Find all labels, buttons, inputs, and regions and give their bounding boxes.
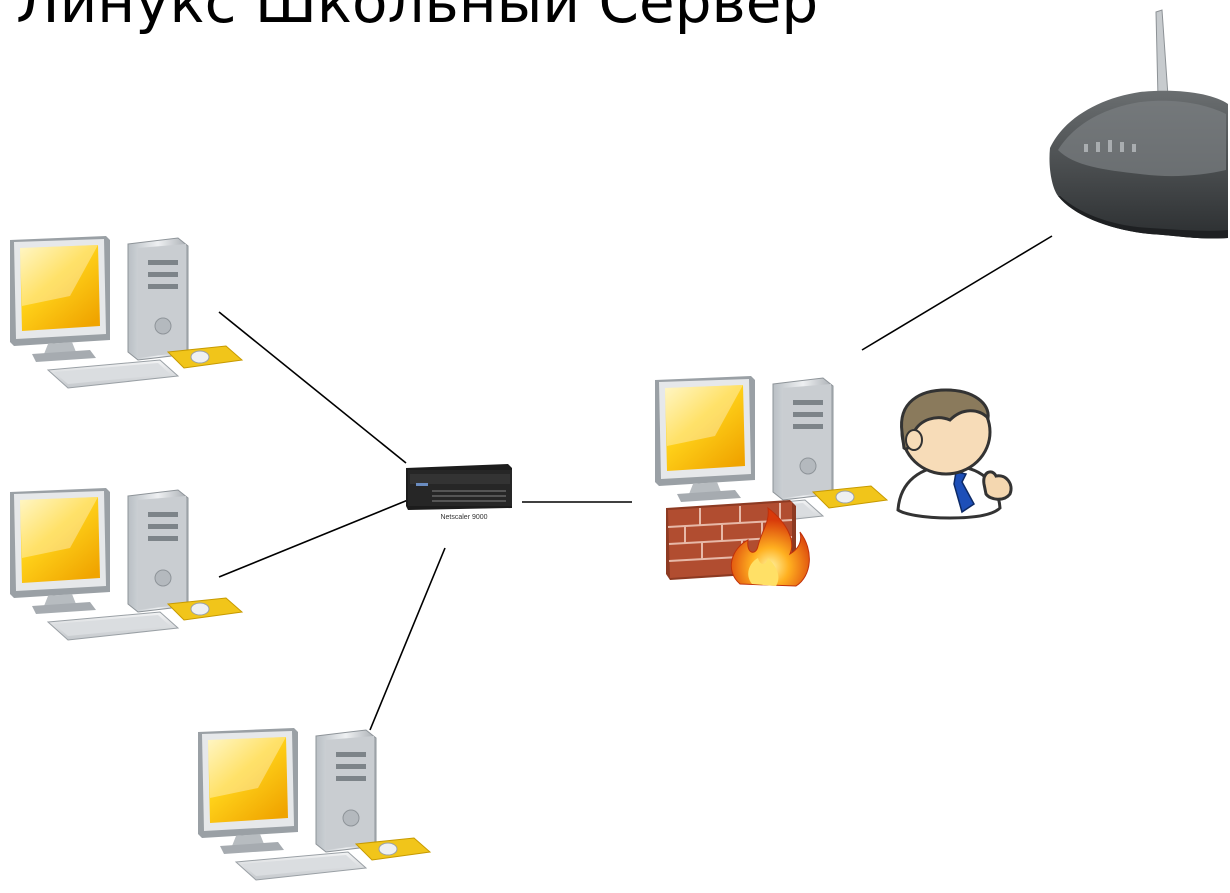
- link-pc3-switch: [369, 547, 446, 731]
- administrator-user-icon: [896, 388, 1013, 520]
- switch-label: Netscaler 9000: [440, 514, 488, 521]
- connection-lines: [218, 235, 1053, 731]
- link-pc2-switch: [218, 499, 409, 578]
- link-server-modem: [861, 235, 1053, 351]
- desktop-computer-icon: [9, 235, 243, 389]
- workstation-2: [9, 487, 243, 641]
- workstation-3: [197, 727, 431, 881]
- desktop-computer-icon: [197, 727, 431, 881]
- link-pc1-switch: [218, 311, 407, 464]
- network-switch-icon: [406, 464, 512, 510]
- desktop-computer-icon: [9, 487, 243, 641]
- workstation-1: [9, 235, 243, 389]
- slide-title: Линукс Школьный Сервер: [16, 0, 819, 36]
- firewall-icon: [666, 500, 810, 587]
- wireless-router-icon: [1049, 9, 1228, 239]
